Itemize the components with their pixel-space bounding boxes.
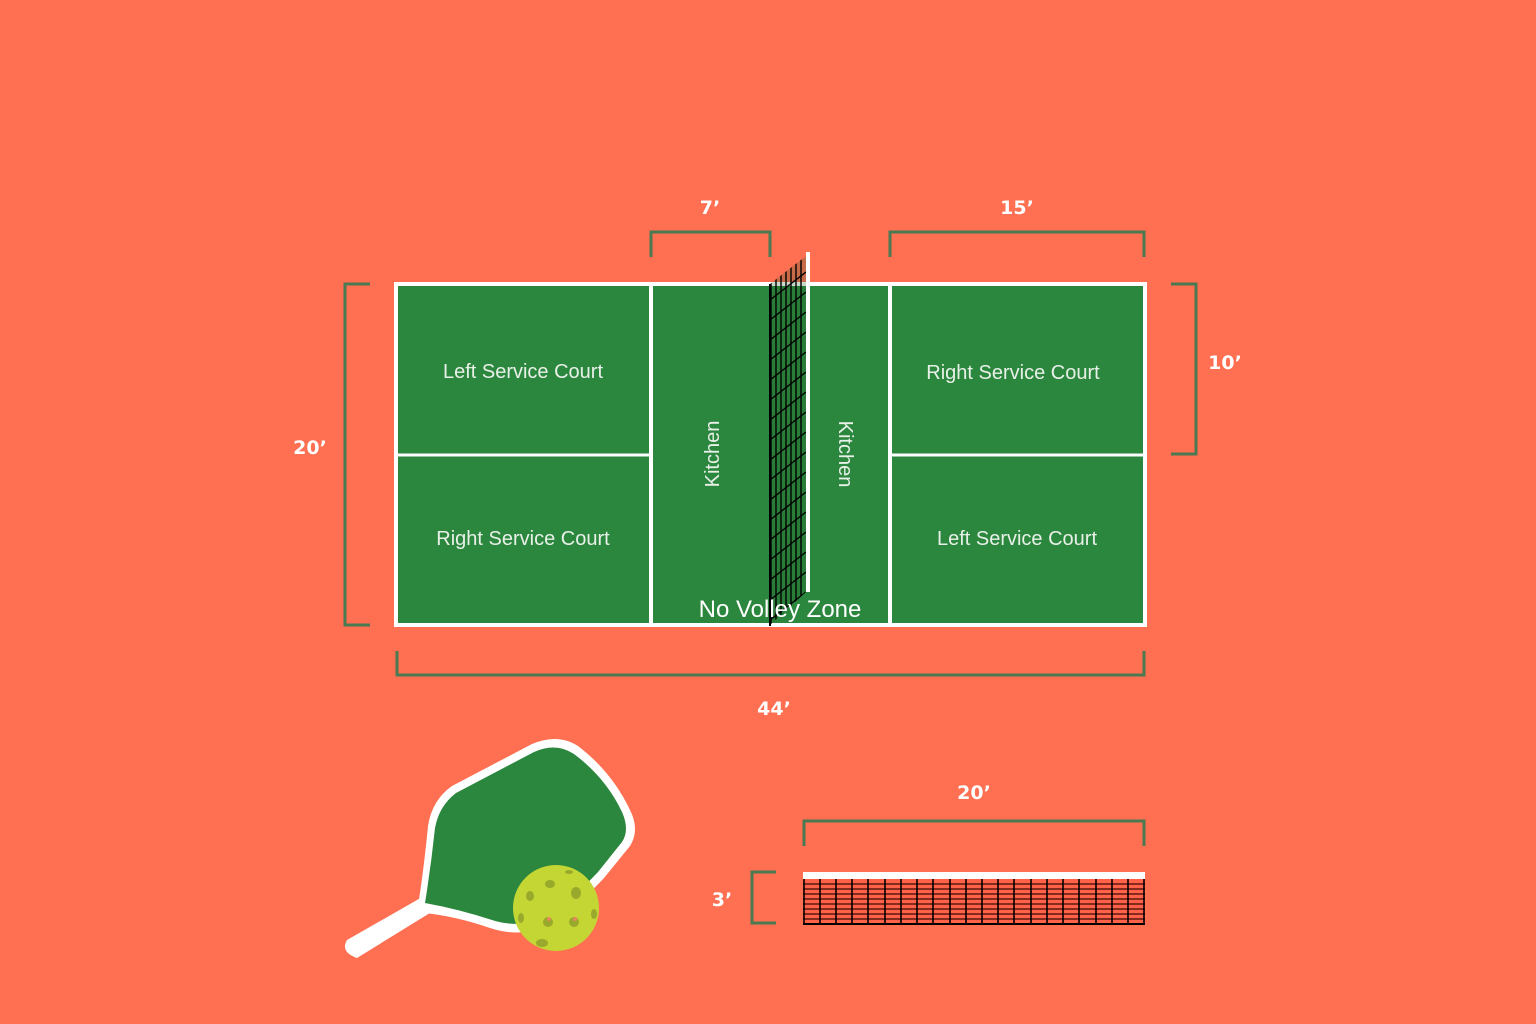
right-bottom-service-court: Left Service Court bbox=[937, 528, 1098, 550]
left-top-service-court: Left Service Court bbox=[443, 361, 604, 383]
kitchen-depth-label: 7’ bbox=[700, 197, 720, 219]
net-side-view bbox=[803, 872, 1145, 925]
service-width-bracket bbox=[1171, 282, 1198, 456]
ball-icon bbox=[513, 865, 599, 951]
court-length-bracket bbox=[395, 651, 1146, 677]
court-width-label: 20’ bbox=[293, 437, 327, 459]
net-tape bbox=[803, 872, 1145, 879]
service-depth-label: 15’ bbox=[1000, 197, 1034, 219]
right-top-service-court: Right Service Court bbox=[926, 362, 1100, 384]
kitchen-depth-bracket bbox=[649, 230, 772, 257]
kitchen-right-label: Kitchen bbox=[834, 421, 856, 488]
court-length-label: 44’ bbox=[757, 698, 791, 720]
no-volley-zone-label: No Volley Zone bbox=[699, 596, 862, 623]
dimension-brackets bbox=[343, 230, 1198, 925]
kitchen-left-label: Kitchen bbox=[702, 421, 724, 488]
court-width-bracket bbox=[343, 282, 370, 627]
court-net bbox=[769, 252, 810, 626]
net-length-bracket bbox=[802, 819, 1146, 846]
net-height-label: 3’ bbox=[712, 889, 732, 911]
net-length-label: 20’ bbox=[957, 782, 991, 804]
service-depth-bracket bbox=[888, 230, 1146, 257]
service-width-label: 10’ bbox=[1208, 352, 1242, 374]
net-height-bracket bbox=[750, 870, 776, 925]
left-bottom-service-court: Right Service Court bbox=[436, 528, 610, 550]
